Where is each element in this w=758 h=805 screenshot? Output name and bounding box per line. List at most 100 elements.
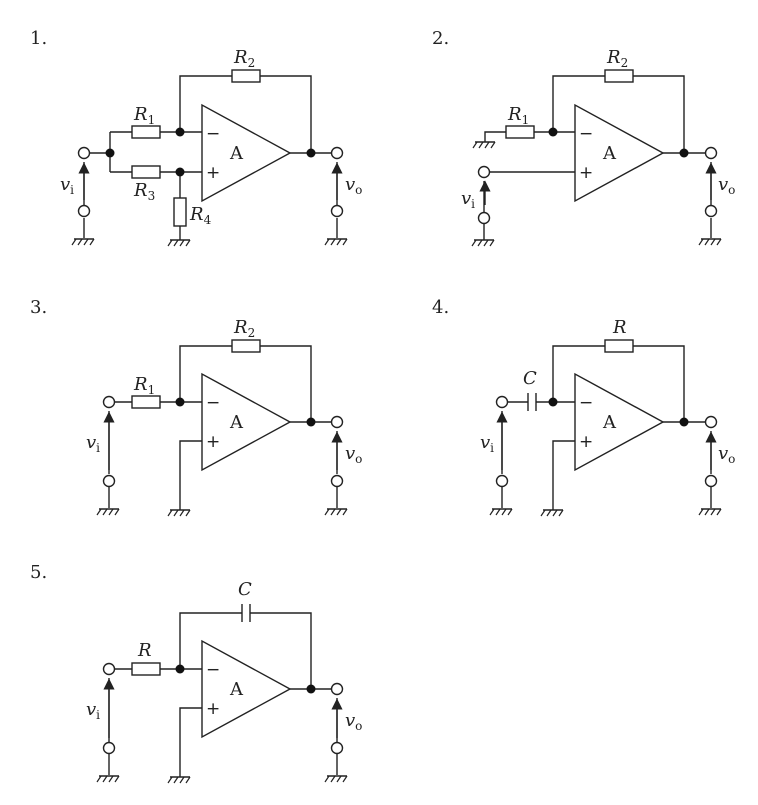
noninverting-input-sign: + (579, 163, 593, 183)
junction-dot (175, 664, 185, 674)
output-ground-terminal (704, 204, 718, 218)
op-amp-label: A (602, 412, 617, 433)
junction-dot (679, 148, 689, 158)
resistor-r (131, 662, 161, 676)
op-amp (574, 372, 665, 472)
junction-dot (306, 684, 316, 694)
input-terminal (102, 395, 116, 409)
input-terminal (77, 146, 91, 160)
op-amp-label: A (602, 143, 617, 164)
input-terminal (495, 395, 509, 409)
ground-symbol (324, 775, 348, 783)
op-amp-label: A (229, 143, 244, 164)
junction-dot (306, 417, 316, 427)
ground-symbol (540, 509, 564, 517)
resistor-r1 (505, 125, 535, 139)
vo-label: vo (345, 710, 362, 733)
output-ground-terminal (330, 204, 344, 218)
op-amp (574, 103, 665, 203)
circuit-5: 5. A − + C R vi vo (30, 562, 362, 784)
output-terminal (330, 146, 344, 160)
input-terminal (477, 165, 491, 179)
circuit-number: 4. (432, 297, 449, 318)
vi-label: vi (60, 174, 74, 197)
noninverting-input-sign: + (206, 432, 220, 452)
inverting-input-sign: − (206, 660, 220, 680)
output-terminal (330, 682, 344, 696)
ground-symbol (324, 238, 348, 246)
inverting-input-sign: − (206, 124, 220, 144)
resistor-label: R (137, 640, 152, 661)
resistor-r (604, 339, 634, 353)
ground-symbol (324, 508, 348, 516)
resistor-r1 (131, 125, 161, 139)
input-ground-terminal (477, 211, 491, 225)
r2-label: R2 (233, 317, 255, 340)
ground-symbol (489, 508, 513, 516)
noninverting-input-sign: + (579, 432, 593, 452)
op-amp-label: A (229, 412, 244, 433)
junction-dot (548, 397, 558, 407)
resistor-r1 (131, 395, 161, 409)
circuit-number: 1. (30, 28, 47, 49)
output-terminal (704, 415, 718, 429)
resistor-label: R (612, 317, 627, 338)
vi-label: vi (86, 699, 100, 722)
ground-symbol (471, 239, 495, 247)
vo-label: vo (718, 443, 735, 466)
ground-symbol (71, 238, 95, 246)
circuit-number: 5. (30, 562, 47, 583)
output-terminal (330, 415, 344, 429)
op-amp-label: A (229, 679, 244, 700)
input-ground-terminal (102, 474, 116, 488)
noninverting-input-sign: + (206, 699, 220, 719)
vi-label: vi (461, 188, 475, 211)
r1-label: R1 (133, 104, 155, 127)
circuit-1: 1. A − + R1 R2 R3 R4 vi vo (30, 28, 362, 247)
inverting-input-sign: − (579, 124, 593, 144)
noninverting-input-sign: + (206, 163, 220, 183)
output-ground-terminal (330, 474, 344, 488)
capacitor-label: C (238, 579, 252, 600)
r1-label: R1 (507, 104, 529, 127)
input-ground-terminal (495, 474, 509, 488)
junction-dot (105, 148, 115, 158)
r2-label: R2 (233, 47, 255, 70)
ground-symbol (96, 508, 120, 516)
r4-label: R4 (189, 204, 212, 227)
junction-dot (175, 397, 185, 407)
input-ground-terminal (102, 741, 116, 755)
vo-label: vo (345, 443, 362, 466)
input-ground-terminal (77, 204, 91, 218)
vo-label: vo (345, 174, 362, 197)
r2-label: R2 (606, 47, 628, 70)
ground-symbol (167, 509, 191, 517)
circuit-3: 3. A − + R1 R2 vi vo (30, 297, 362, 517)
inverting-input-sign: − (579, 393, 593, 413)
junction-dot (548, 127, 558, 137)
op-amp (201, 372, 292, 472)
capacitor-label: C (523, 368, 537, 389)
resistor-r2 (231, 69, 261, 83)
op-amp (201, 103, 292, 203)
ground-symbol (96, 775, 120, 783)
resistor-r2 (604, 69, 634, 83)
inverting-input-sign: − (206, 393, 220, 413)
output-terminal (704, 146, 718, 160)
output-ground-terminal (704, 474, 718, 488)
circuit-number: 2. (432, 28, 449, 49)
r1-label: R1 (133, 374, 155, 397)
output-ground-terminal (330, 741, 344, 755)
resistor-r4 (173, 197, 187, 227)
vo-label: vo (718, 174, 735, 197)
ground-symbol (167, 239, 191, 247)
resistor-r2 (231, 339, 261, 353)
ground-symbol (472, 141, 496, 149)
junction-dot (175, 127, 185, 137)
circuit-4: 4. A − + C R vi vo (432, 297, 735, 517)
vi-label: vi (86, 432, 100, 455)
ground-symbol (698, 508, 722, 516)
circuit-number: 3. (30, 297, 47, 318)
r3-label: R3 (133, 180, 155, 203)
